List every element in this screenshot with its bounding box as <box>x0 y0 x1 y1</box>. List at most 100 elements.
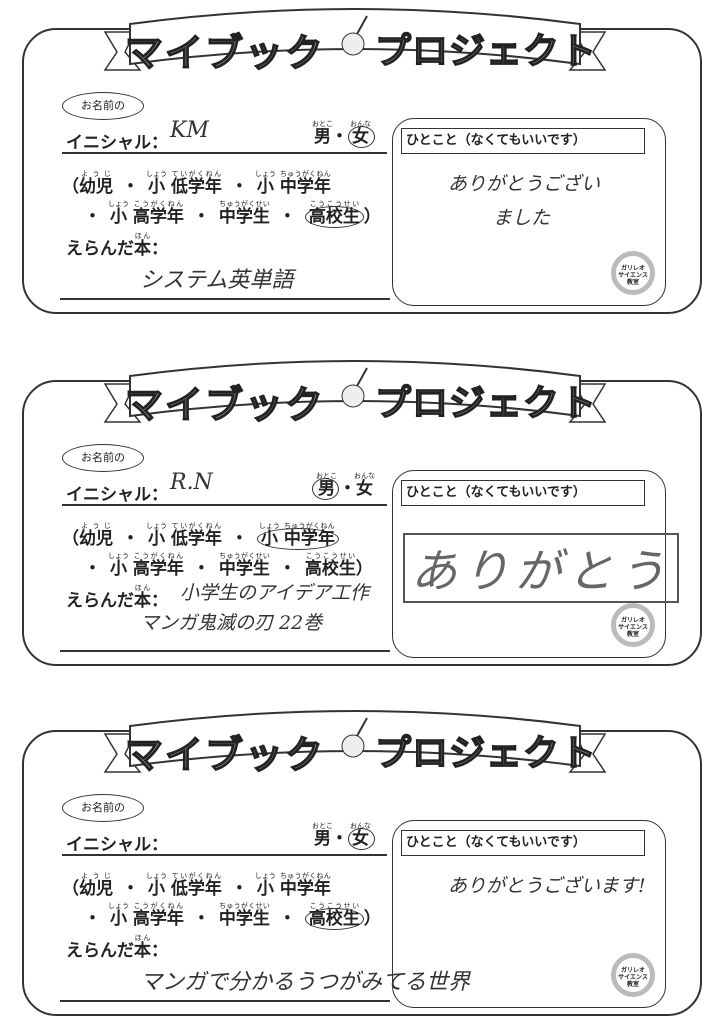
grade-option-2-text: 小 <box>254 177 276 197</box>
grade-choice[interactable]: 中学生ちゅうがくせい <box>218 552 270 579</box>
grade-choice[interactable]: 小しょう 高学年こうがくねん <box>108 552 184 579</box>
grade-option-5-furigana: こうこうせい <box>304 552 356 560</box>
title-ribbon <box>103 360 607 423</box>
colon: ： <box>151 591 168 611</box>
book-title-handwritten: 小学生のアイデア工作 <box>180 582 370 604</box>
grade-option-1-sub: 低学年ていがくねん <box>170 522 222 549</box>
grade-choice[interactable]: 小しょう 中学年ちゅうがくねん <box>256 522 339 550</box>
grade-option-3: 小しょう <box>108 552 129 579</box>
grade-option-3-furigana: しょう <box>108 200 129 208</box>
grade-option-0-furigana: ようじ <box>79 170 113 178</box>
grade-option-0-text: 幼児 <box>79 879 113 899</box>
grade-choice[interactable]: 小しょう 低学年ていがくねん <box>146 522 222 549</box>
grade-choice[interactable]: 小しょう 中学年ちゅうがくねん <box>255 872 331 899</box>
name-bubble: お名前の <box>62 444 144 472</box>
book-label-kanji-furigana: ほん <box>134 232 151 240</box>
initial-value[interactable]: KM <box>170 118 209 143</box>
initial-value[interactable]: R.N <box>170 470 213 495</box>
grade-option-1: 小しょう <box>146 872 167 899</box>
grade-option-1-furigana: しょう <box>146 872 167 880</box>
grade-choice[interactable]: 中学生ちゅうがくせい <box>219 200 270 227</box>
gender-female-furigana: おんな <box>354 472 375 480</box>
grade-row-1: （幼児ようじ・小しょう 低学年ていがくねん・小しょう 中学年ちゅうがくねん <box>62 170 331 197</box>
grade-option-4-text: 中学生 <box>218 909 270 929</box>
grade-option-2-furigana: しょう <box>254 872 276 880</box>
comment-handwritten: ありがとうございます! <box>448 875 646 897</box>
book-label: えらんだ本ほん： <box>66 584 168 611</box>
grade-option-4-text: 中学生 <box>218 559 270 579</box>
grade-choice[interactable]: 幼児ようじ <box>79 522 113 549</box>
grade-option-5-text: 高校生 <box>304 559 356 579</box>
book-label-kanji-text: 本 <box>134 239 151 259</box>
gender-male-furigana: おとこ <box>316 472 337 480</box>
logo-line: サイエンス <box>618 272 648 279</box>
grade-option-1-text: 小 <box>146 529 167 549</box>
grade-option-0: 幼児ようじ <box>79 522 113 549</box>
grade-option-3-sub-text: 高学年 <box>132 207 184 227</box>
separator: ・ <box>278 559 296 579</box>
grade-choice[interactable]: 中学生ちゅうがくせい <box>218 902 270 929</box>
paren: （ <box>62 529 79 549</box>
gender-female: 女おんな <box>350 120 371 147</box>
separator: ・ <box>339 479 356 499</box>
comment-box[interactable]: ひとこと（なくてもいいです） ありがとうございます! ガリレオサイエンス教室 <box>392 820 666 1008</box>
grade-choice[interactable]: 高校生こうこうせい <box>304 902 364 930</box>
grade-choice[interactable]: 高校生こうこうせい <box>304 200 364 228</box>
book-label-kanji-text: 本 <box>134 941 151 961</box>
gender-male-furigana: おとこ <box>312 120 333 128</box>
grade-option-3-text: 小 <box>108 207 129 227</box>
grade-choice[interactable]: 小しょう 高学年こうがくねん <box>108 902 184 929</box>
grade-option-1-sub-furigana: ていがくねん <box>170 170 222 178</box>
mascot-icon <box>341 32 365 56</box>
grade-option-5-furigana: こうこうせい <box>308 200 360 208</box>
separator: ・ <box>192 909 210 929</box>
grade-option-1-sub: 低学年ていがくねん <box>171 170 222 197</box>
comment-box[interactable]: ひとこと（なくてもいいです） ありがとうございました ガリレオサイエンス教室 <box>392 118 666 306</box>
grade-option-2: 小しょう <box>259 522 280 549</box>
grade-choice[interactable]: 小しょう 低学年ていがくねん <box>146 170 222 197</box>
grade-option-3-sub: 高学年こうがくねん <box>133 552 184 579</box>
logo-line: 教室 <box>626 631 639 638</box>
grade-option-1-text: 小 <box>146 879 167 899</box>
gender-female-furigana: おんな <box>350 120 371 128</box>
logo-line: サイエンス <box>618 974 648 981</box>
gender-male: 男おとこ <box>316 472 337 499</box>
book-label-kanji: 本ほん <box>134 934 151 961</box>
title-right: プロジェクト <box>374 732 598 775</box>
grade-option-5-furigana: こうこうせい <box>308 902 360 910</box>
mascot-icon <box>341 734 365 758</box>
initial-underline <box>62 504 387 506</box>
grade-option-2-furigana: しょう <box>258 522 280 530</box>
colon: ： <box>151 239 168 259</box>
book-project-card: マイブック プロジェクト お名前の イニシャル： KM 男おとこ・女おんな （幼… <box>0 0 723 318</box>
grade-choice[interactable]: 小しょう 低学年ていがくねん <box>146 872 222 899</box>
grade-option-1-sub-text: 低学年 <box>170 529 222 549</box>
comment-handwritten: ありがとう <box>403 533 679 603</box>
grade-option-3-sub-furigana: こうがくねん <box>132 552 184 560</box>
book-title-handwritten: マンガで分かるうつがみてる世界 <box>140 970 471 995</box>
grade-option-0-furigana: ようじ <box>79 872 113 880</box>
gender-select[interactable]: 男おとこ・女おんな <box>312 120 375 148</box>
grade-option-2-sub: 中学年ちゅうがくねん <box>284 522 335 549</box>
grade-choice[interactable]: 幼児ようじ <box>79 170 113 197</box>
grade-choice[interactable]: 小しょう 高学年こうがくねん <box>108 200 184 227</box>
separator: ・ <box>122 529 139 549</box>
grade-option-0: 幼児ようじ <box>79 170 113 197</box>
gender-select[interactable]: 男おとこ・女おんな <box>312 472 375 500</box>
separator: ・ <box>230 529 248 549</box>
galileo-science-logo: ガリレオサイエンス教室 <box>611 953 655 997</box>
separator: ・ <box>230 177 248 197</box>
grade-choice[interactable]: 小しょう 中学年ちゅうがくねん <box>254 170 331 197</box>
initial-label: イニシャル： <box>66 133 168 153</box>
grade-option-1: 小しょう <box>146 170 167 197</box>
grade-option-1-sub-text: 低学年 <box>170 879 222 899</box>
gender-select[interactable]: 男おとこ・女おんな <box>312 822 375 850</box>
comment-box[interactable]: ひとこと（なくてもいいです） ありがとう ガリレオサイエンス教室 <box>392 470 679 658</box>
grade-choice[interactable]: 高校生こうこうせい <box>304 552 356 579</box>
grade-row-1: （幼児ようじ・小しょう 低学年ていがくねん・小しょう 中学年ちゅうがくねん <box>62 522 339 550</box>
grade-option-3-sub-furigana: こうがくねん <box>132 902 184 910</box>
gender-male-text: 男 <box>312 829 333 849</box>
name-bubble: お名前の <box>62 92 144 120</box>
title-left: マイブック <box>124 732 326 778</box>
grade-choice[interactable]: 幼児ようじ <box>79 872 113 899</box>
